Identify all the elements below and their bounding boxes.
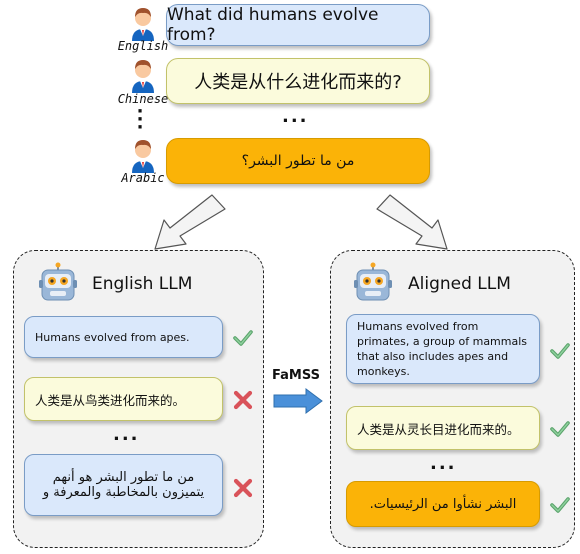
check-icon (233, 330, 253, 346)
language-label-english: English (117, 39, 169, 53)
check-icon (550, 343, 570, 359)
person-icon (132, 140, 154, 173)
check-icon (550, 497, 570, 513)
english-llm-title: English LLM (92, 274, 193, 294)
left-answer-1-text: Humans evolved from apes. (35, 330, 190, 344)
cross-icon (233, 390, 253, 410)
left-answer-3-text: من ما تطور البشر هو أنهم يتميزون بالمخاط… (42, 470, 205, 500)
arrow-down-right (376, 194, 448, 250)
cross-icon (233, 478, 253, 498)
right-answer-2-text: 人类是从灵长目进化而来的。 (357, 421, 520, 437)
questions-ellipsis: ... (282, 106, 309, 127)
robot-icon (39, 262, 77, 301)
left-answer-2-text: 人类是从鸟类进化而来的。 (35, 392, 186, 408)
language-label-arabic: Arabic (121, 171, 165, 185)
question-arabic: من ما تطور البشر؟ (166, 138, 430, 184)
right-answer-3-text: البشر نشأوا من الرئيسيات. (369, 496, 517, 512)
question-chinese: 人类是从什么进化而来的? (166, 58, 430, 104)
arrow-down-left (154, 194, 226, 250)
right-answer-1-text: Humans evolved from primates, a group of… (357, 320, 528, 378)
right-answer-1: Humans evolved from primates, a group of… (346, 314, 540, 384)
famss-arrow (273, 388, 323, 414)
check-icon (550, 421, 570, 437)
left-answer-3: من ما تطور البشر هو أنهم يتميزون بالمخاط… (24, 454, 223, 516)
left-ellipsis: ... (113, 424, 140, 445)
left-answer-2: 人类是从鸟类进化而来的。 (24, 377, 223, 421)
person-icon (132, 8, 154, 41)
right-answer-2: 人类是从灵长目进化而来的。 (346, 406, 540, 450)
aligned-llm-title: Aligned LLM (408, 274, 511, 294)
left-answer-1: Humans evolved from apes. (24, 316, 223, 358)
right-answer-3: البشر نشأوا من الرئيسيات. (346, 481, 540, 527)
question-arabic-text: من ما تطور البشر؟ (241, 153, 355, 169)
famss-label: FaMSS (272, 368, 320, 383)
language-label-chinese: Chinese (117, 92, 169, 106)
person-icon (132, 60, 154, 93)
question-chinese-text: 人类是从什么进化而来的? (194, 72, 402, 93)
vertical-ellipsis: ··· (136, 101, 144, 138)
question-english: What did humans evolve from? (166, 4, 430, 46)
robot-icon (354, 262, 392, 301)
right-ellipsis: ... (430, 453, 457, 474)
question-english-text: What did humans evolve from? (167, 5, 379, 45)
